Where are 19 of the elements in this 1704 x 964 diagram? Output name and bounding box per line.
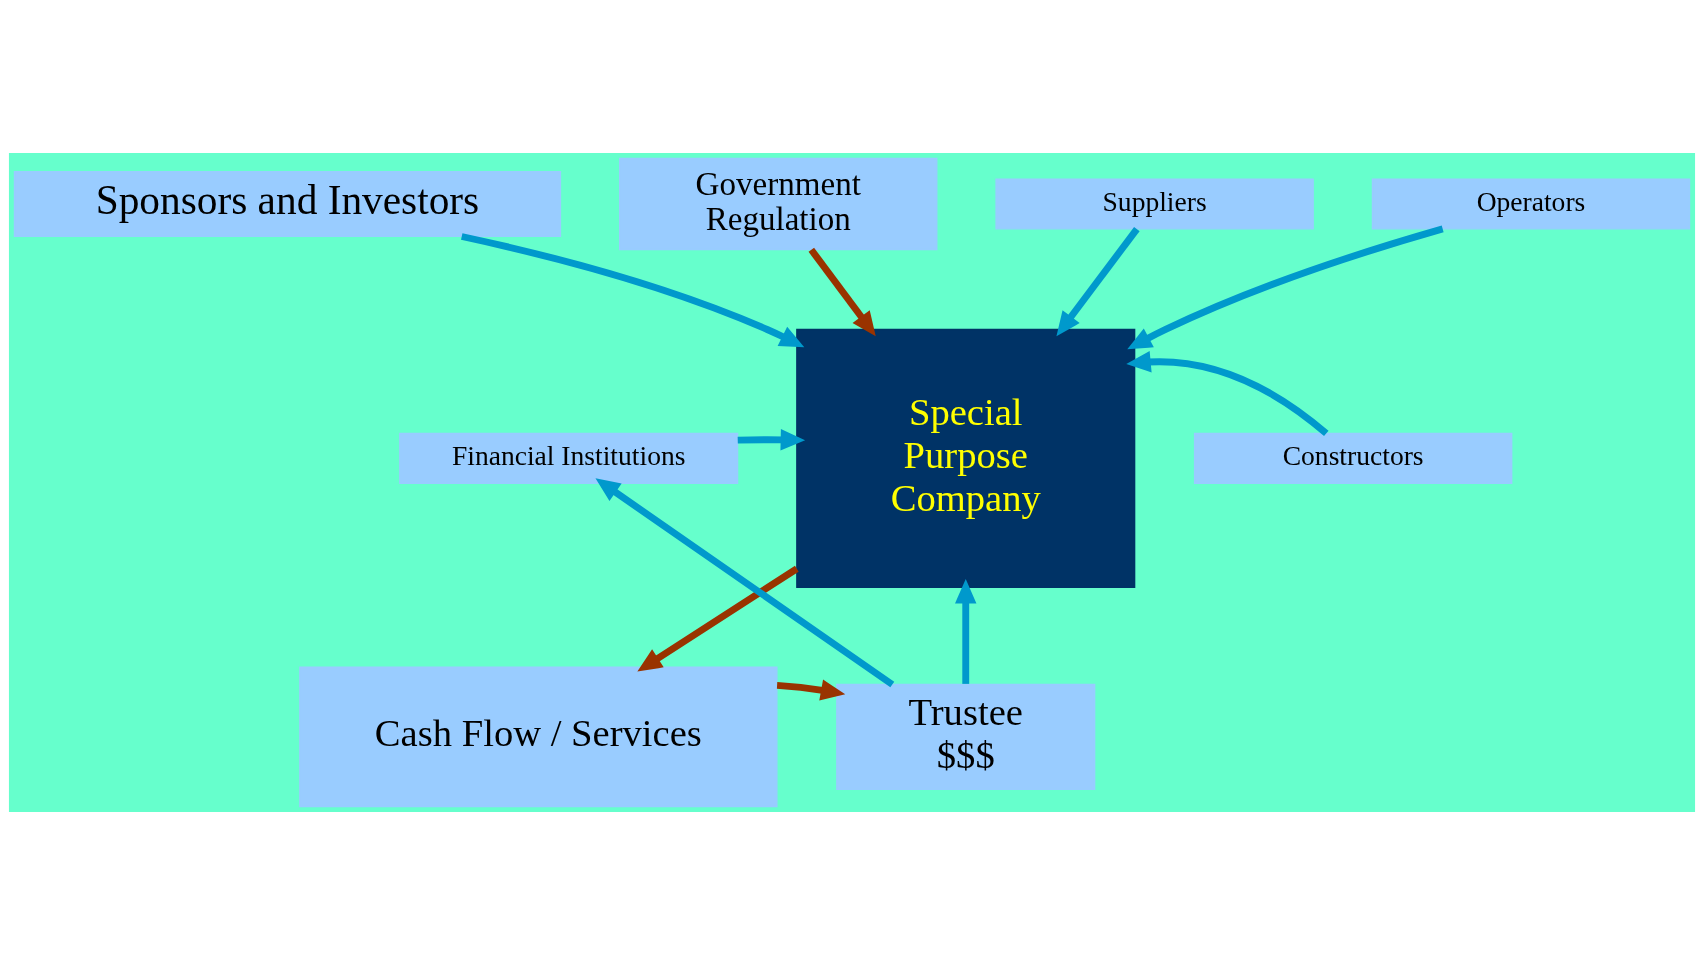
node-box: Special Purpose Company [796, 328, 1136, 588]
node-box: Suppliers [995, 178, 1314, 229]
node-box: Cash Flow / Services [299, 666, 778, 807]
node-box: Trustee $$$ [836, 683, 1096, 790]
arrow [595, 477, 895, 687]
node-box: Operators [1371, 178, 1691, 229]
arrow [1126, 350, 1329, 436]
arrow [1056, 226, 1140, 336]
node-box: Sponsors and Investors [13, 170, 562, 237]
node-box: Government Regulation [619, 157, 938, 250]
arrow [637, 565, 799, 672]
arrow [461, 232, 805, 347]
arrow [955, 578, 977, 684]
arrow [1127, 225, 1444, 349]
arrow [808, 247, 876, 336]
arrow [776, 679, 846, 701]
arrow [737, 428, 806, 451]
node-box: Financial Institutions [399, 432, 739, 484]
node-box: Constructors [1193, 432, 1513, 484]
